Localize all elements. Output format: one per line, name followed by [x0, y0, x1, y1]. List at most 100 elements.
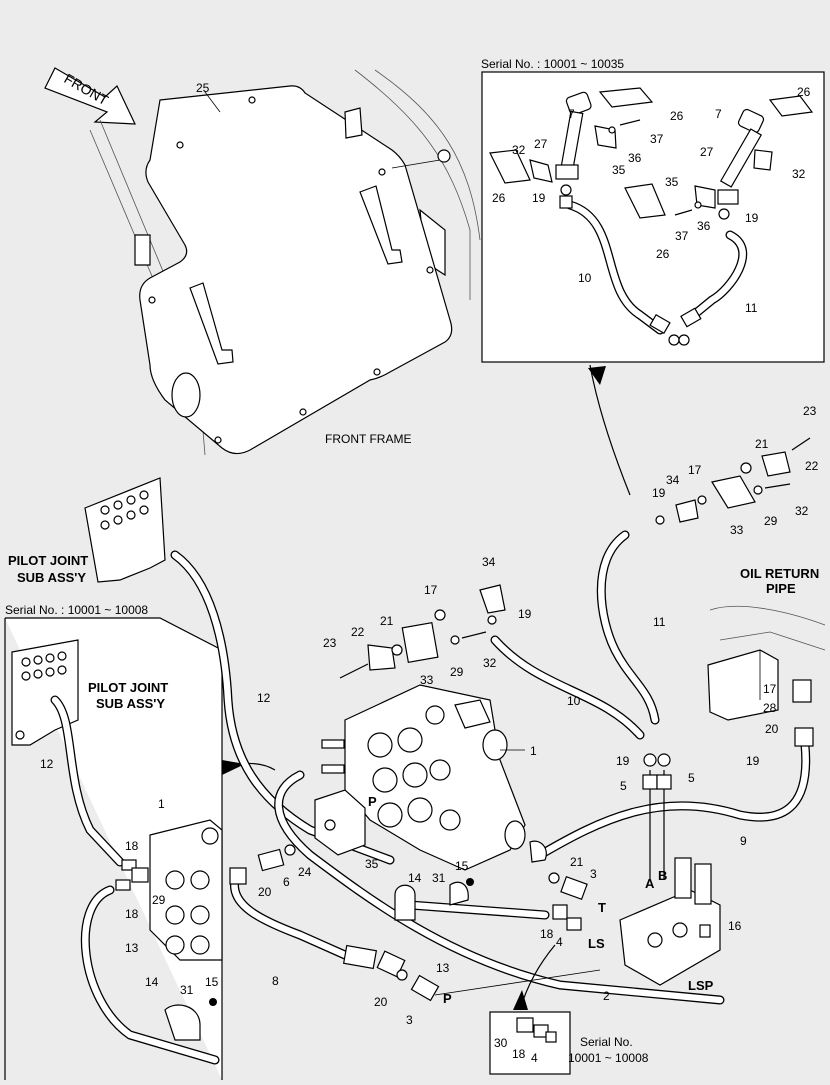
inset-top-label-26c: 26 [797, 85, 811, 99]
inset-top-label-19b: 19 [745, 211, 759, 225]
part-label-21-lower: 21 [570, 855, 584, 869]
part-label-17-top: 17 [424, 583, 438, 597]
inset-left-label-18b: 18 [125, 907, 139, 921]
part-label-21-top: 21 [380, 614, 394, 628]
part-label-35: 35 [365, 857, 379, 871]
inset-left-label-15: 15 [205, 975, 219, 989]
part-label-23-top: 23 [323, 636, 337, 650]
part-label-20-lower: 20 [374, 995, 388, 1009]
part-label-20-left: 20 [258, 885, 272, 899]
inset-serial-bottom: 30 18 4 Serial No. 10001 ~ 10008 [489, 1011, 649, 1075]
inset-left-label-14: 14 [145, 975, 159, 989]
pilot-joint-line1: PILOT JOINT [8, 553, 88, 568]
part-label-16: 16 [728, 919, 742, 933]
front-arrow: FRONT [44, 67, 136, 125]
part-label-13-main: 13 [436, 961, 450, 975]
inset-top-label-35b: 35 [665, 175, 679, 189]
part-label-29-top: 29 [450, 665, 464, 679]
inset-left-label-18a: 18 [125, 839, 139, 853]
part-label-2: 2 [603, 989, 610, 1003]
inset-top-label-26b: 26 [670, 109, 684, 123]
part-label-34-right: 34 [666, 473, 680, 487]
inset-top-label-27a: 27 [534, 137, 548, 151]
small-valve-2: 19 19 5 5 A B T LS LSP 16 2 [588, 753, 760, 1003]
callout-line-top-inset [589, 364, 631, 496]
inset-left-serial-label: Serial No. : 10001 ~ 10008 [5, 603, 148, 617]
front-frame-cover: 25 FRONT FRAME [89, 69, 481, 456]
part-label-3-lower-right: 3 [590, 867, 597, 881]
part-label-32-right: 32 [795, 504, 809, 518]
inset-top-label-27b: 27 [700, 145, 714, 159]
inset-top-label-26d: 26 [656, 247, 670, 261]
valve-port-p: P [368, 794, 377, 809]
part-label-11-main: 11 [653, 615, 666, 629]
inset-top-label-36b: 36 [697, 219, 711, 233]
part-label-15-main: 15 [455, 859, 469, 873]
inset-top-label-37a: 37 [650, 132, 664, 146]
inset-left-label-29: 29 [152, 893, 166, 907]
part-label-34-top: 34 [482, 555, 496, 569]
part-label-29-right: 29 [764, 514, 778, 528]
inset-top-label-32b: 32 [792, 167, 806, 181]
inset-top-label-35a: 35 [612, 163, 626, 177]
inset-top-label-10: 10 [578, 271, 592, 285]
oil-return-line1: OIL RETURN [740, 566, 819, 581]
part-label-22-right: 22 [805, 459, 819, 473]
inset-top-label-11: 11 [745, 301, 758, 315]
part-label-19-lower-left: 19 [616, 754, 630, 768]
inset-bottom-serial-line2: 10001 ~ 10008 [568, 1051, 649, 1065]
part-label-4-lower: 4 [556, 935, 563, 949]
part-label-9: 9 [740, 834, 747, 848]
part-label-3-lower-left: 3 [406, 1013, 413, 1027]
inset-bottom-label-18: 18 [512, 1047, 526, 1061]
part-label-6: 6 [283, 875, 290, 889]
inset-serial-top: Serial No. : 10001 ~ 10035 7 [481, 57, 825, 363]
valve-top-fittings: 17 34 19 21 22 23 29 32 33 10 12 [257, 555, 581, 708]
inset-top-label-19a: 19 [532, 191, 546, 205]
part-label-24: 24 [298, 865, 312, 879]
oil-return-line2: PIPE [766, 581, 796, 596]
port-lsp-label: LSP [688, 978, 714, 993]
port-b-label: B [658, 868, 667, 883]
part-label-17-right: 17 [688, 463, 702, 477]
inset-left-pilot-line1: PILOT JOINT [88, 680, 168, 695]
part-label-19-top: 19 [518, 607, 532, 621]
part-label-12-main: 12 [257, 691, 271, 705]
main-hoses [170, 530, 811, 1005]
inset-bottom-serial-line1: Serial No. [580, 1035, 633, 1049]
part-label-19-lower-right: 19 [746, 754, 760, 768]
upper-right-fittings: 23 21 22 17 34 19 32 29 33 11 [652, 404, 819, 629]
port-a-label: A [645, 876, 655, 891]
inset-top-label-7a: 7 [568, 107, 575, 121]
port-t-label: T [598, 900, 606, 915]
inset-left-label-12: 12 [40, 757, 54, 771]
inset-top-label-32a: 32 [512, 143, 526, 157]
part-label-33-top: 33 [420, 673, 434, 687]
part-label-5b: 5 [688, 771, 695, 785]
pilot-joint-line2: SUB ASS'Y [17, 570, 86, 585]
inset-serial-left: Serial No. : 10001 ~ 10008 PILOT JOINT S… [4, 603, 223, 1080]
part-label-28: 28 [763, 701, 777, 715]
port-p-line-label: P [443, 991, 452, 1006]
part-label-33-right: 33 [730, 523, 744, 537]
lower-fittings: P 21 3 18 4 14 31 15 20 6 24 8 13 20 3 [229, 840, 601, 1027]
part-label-22-top: 22 [351, 625, 365, 639]
part-label-18-lower: 18 [540, 927, 554, 941]
inset-left-label-13: 13 [125, 941, 139, 955]
inset-bottom-label-30: 30 [494, 1036, 508, 1050]
part-label-1: 1 [530, 744, 537, 758]
part-label-19-right: 19 [652, 486, 666, 500]
part-label-23-right: 23 [803, 404, 817, 418]
inset-top-label-26a: 26 [492, 191, 506, 205]
part-label-10-main: 10 [567, 694, 581, 708]
inset-top-serial-label: Serial No. : 10001 ~ 10035 [481, 57, 624, 71]
part-label-8: 8 [272, 974, 279, 988]
front-frame-label: FRONT FRAME [325, 432, 411, 446]
inset-left-pilot-line2: SUB ASS'Y [96, 696, 165, 711]
part-label-31-main: 31 [432, 871, 446, 885]
inset-left-label-1: 1 [158, 797, 165, 811]
part-label-20-return: 20 [765, 722, 779, 736]
inset-top-label-37b: 37 [675, 229, 689, 243]
